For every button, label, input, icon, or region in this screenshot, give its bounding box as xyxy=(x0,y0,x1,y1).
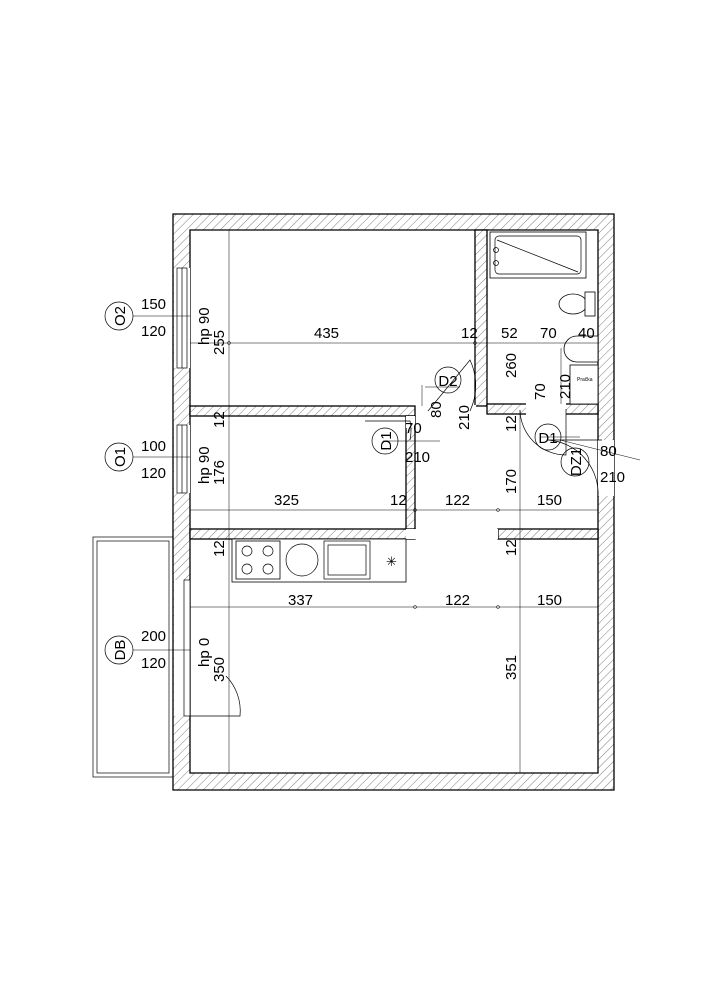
d1b-width: 70 xyxy=(532,383,549,400)
db-sill: hp 0 xyxy=(196,638,213,667)
dim-wall-a: 12 xyxy=(461,325,478,342)
tag-d1b-text: D1 xyxy=(538,430,557,447)
bathtub xyxy=(489,231,587,279)
opening-entrance xyxy=(598,440,614,496)
dim-row2-a: 337 xyxy=(288,592,313,609)
d2-height: 210 xyxy=(456,405,473,430)
db-width: 200 xyxy=(141,628,166,645)
door-d1b-swing xyxy=(519,409,567,456)
dimension-lines xyxy=(133,230,641,773)
d1a-height: 210 xyxy=(405,449,430,466)
dim-bath-a: 52 xyxy=(501,325,518,342)
dim-room-mid-h: 176 xyxy=(211,460,228,485)
dim-row1-c: 150 xyxy=(537,492,562,509)
windows xyxy=(176,267,191,717)
dim-row2-b: 122 xyxy=(445,592,470,609)
tag-o1 xyxy=(104,442,134,472)
o2-height: 120 xyxy=(141,323,166,340)
dz1-height: 210 xyxy=(600,469,625,486)
balcony xyxy=(92,536,174,778)
dz1-width: 80 xyxy=(600,443,617,460)
dim-bath-b: 70 xyxy=(540,325,557,342)
dim-row1-a: 325 xyxy=(274,492,299,509)
balcony-rail-outer xyxy=(92,536,174,778)
washing-machine xyxy=(569,364,599,405)
tag-d2-text: D2 xyxy=(438,373,457,390)
o1-width: 100 xyxy=(141,438,166,455)
d1a-width: 70 xyxy=(405,420,422,437)
door-d2-swing xyxy=(427,359,476,412)
opening-kitchen xyxy=(406,529,498,539)
kitchen-counter: ✳ xyxy=(231,538,407,583)
d2-width: 80 xyxy=(428,401,445,418)
opening-d1b xyxy=(526,403,566,415)
tag-db xyxy=(104,635,134,665)
door-d1a-swing xyxy=(365,420,412,441)
dim-bath-h: 260 xyxy=(503,353,520,378)
tag-o2 xyxy=(104,301,134,331)
dim-hall-h: 170 xyxy=(503,469,520,494)
dim-row1-b: 122 xyxy=(445,492,470,509)
wall-top-room-bottom xyxy=(189,405,416,417)
o2-sill: hp 90 xyxy=(196,307,213,345)
door-dz1-swing xyxy=(547,439,602,499)
balcony-rail-inner xyxy=(96,540,170,774)
tag-d1a-text: D1 xyxy=(378,431,395,450)
dim-row2-c: 150 xyxy=(537,592,562,609)
o2-width: 150 xyxy=(141,296,166,313)
tag-db-text: DB xyxy=(112,640,129,661)
wall-bathroom-left xyxy=(474,229,488,407)
dim-wall-e: 12 xyxy=(503,539,520,556)
dim-wall-b: 12 xyxy=(211,411,228,428)
o1-sill: hp 90 xyxy=(196,446,213,484)
toilet xyxy=(558,293,588,315)
dim-room-top-w: 435 xyxy=(314,325,339,342)
washer-label: Pračka xyxy=(577,377,593,383)
bathroom-fixtures: Pračka xyxy=(489,231,599,405)
d1b-height: 210 xyxy=(557,374,574,399)
washbasin xyxy=(563,335,599,363)
db-height: 120 xyxy=(141,655,166,672)
opening-d2 xyxy=(423,405,476,417)
burner-icon xyxy=(241,545,253,557)
tag-d1b xyxy=(534,423,562,451)
wall-middle-room-bottom xyxy=(189,528,416,540)
dim-wall-c: 12 xyxy=(390,492,407,509)
window-db-frame xyxy=(183,579,191,717)
tag-d2 xyxy=(434,366,462,394)
tag-d1a xyxy=(371,427,399,455)
dim-wall-d: 12 xyxy=(503,415,520,432)
o1-height: 120 xyxy=(141,465,166,482)
wall-hall-bottom xyxy=(497,528,599,540)
dim-wall-f: 12 xyxy=(211,540,228,557)
opening-db xyxy=(174,580,190,716)
sink-drainboard xyxy=(323,540,371,580)
tag-dz1 xyxy=(560,447,590,477)
dimension-labels: 435 255 12 52 70 40 260 12 176 325 12 12… xyxy=(211,325,595,682)
cooktop xyxy=(235,540,281,580)
tap-icon xyxy=(493,247,499,253)
dim-room-top-h: 255 xyxy=(211,330,228,355)
window-labels: 150 120 hp 90 100 120 hp 90 200 120 hp 0 xyxy=(141,296,213,672)
door-labels: 80 210 70 210 70 210 80 210 xyxy=(405,374,625,486)
element-tags: O2 O1 DB D2 D1 D1 DZ1 xyxy=(104,301,590,665)
tag-o2-text: O2 xyxy=(112,306,129,326)
sink-round xyxy=(285,543,319,577)
dim-room-bot-h: 350 xyxy=(211,657,228,682)
tag-dz1-text: DZ1 xyxy=(568,448,585,476)
dim-room-bot-h2: 351 xyxy=(503,655,520,680)
dim-bath-c: 40 xyxy=(578,325,595,342)
star-icon: ✳ xyxy=(386,554,397,569)
tag-o1-text: O1 xyxy=(112,447,129,467)
